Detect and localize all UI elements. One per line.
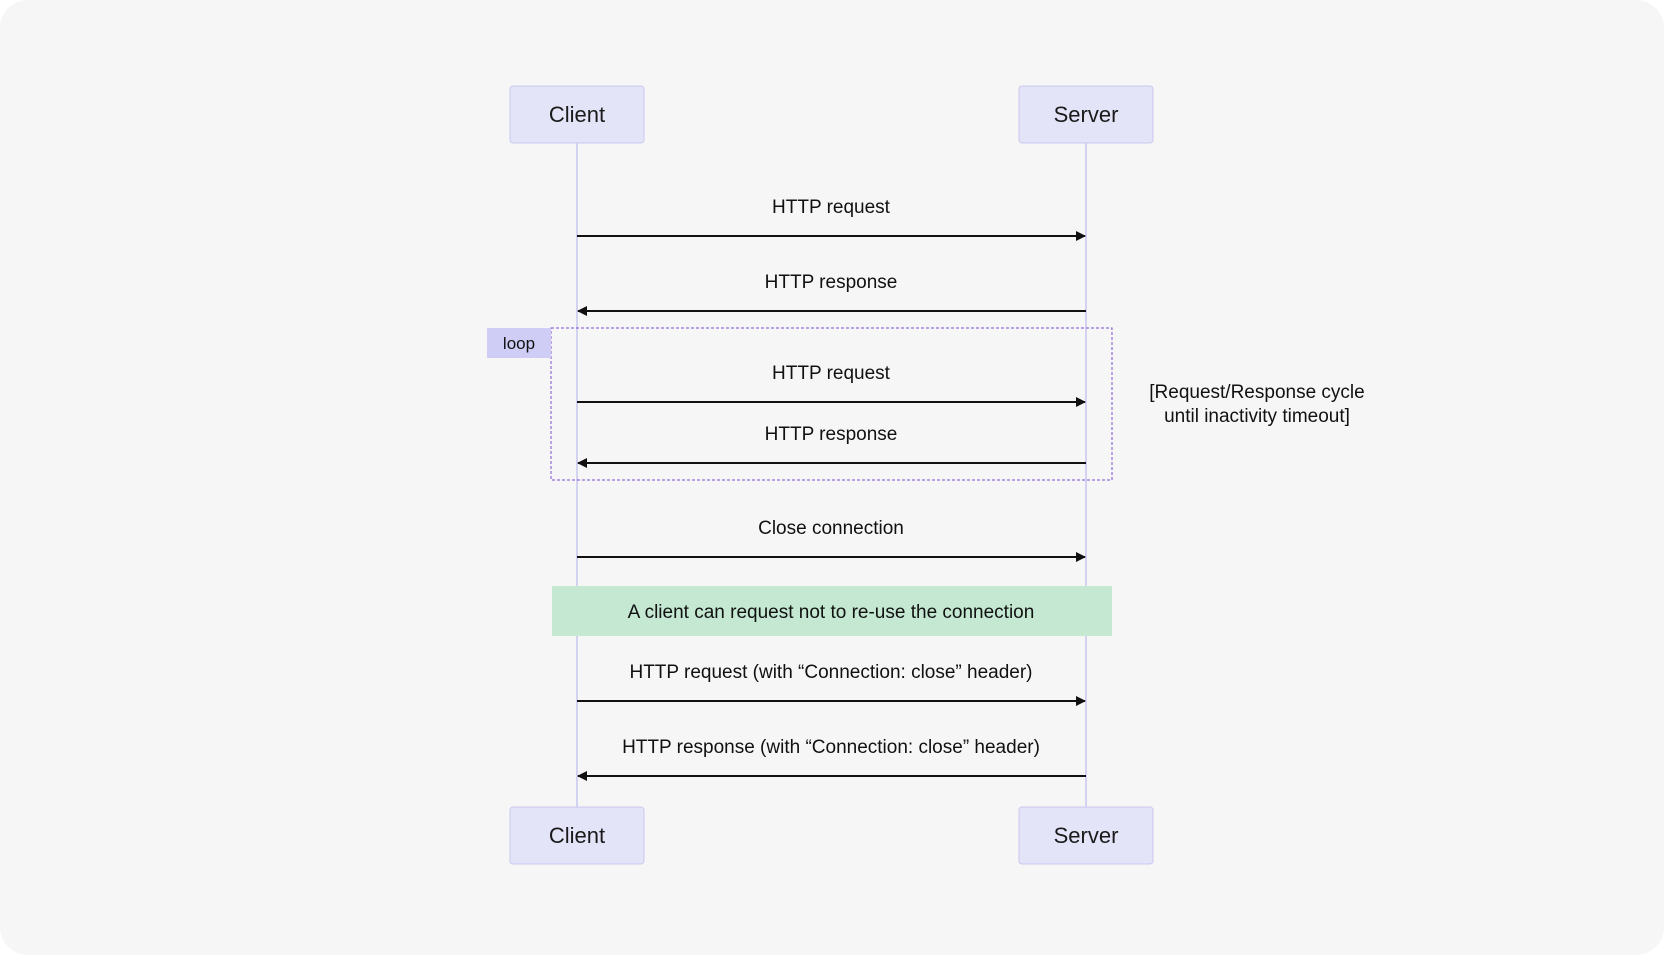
message-label: Close connection xyxy=(758,518,904,539)
message-label: HTTP response (with “Connection: close” … xyxy=(622,737,1040,758)
actor-label: Server xyxy=(1054,823,1119,848)
message-3: HTTP request xyxy=(577,363,1086,407)
actor-box xyxy=(509,806,645,865)
actor-client-bottom: Client xyxy=(509,806,645,865)
actor-client-top: Client xyxy=(509,85,645,144)
loop-tag-label: loop xyxy=(503,334,535,353)
message-label: HTTP response xyxy=(765,424,898,445)
note-box xyxy=(552,586,1112,636)
actor-server-top: Server xyxy=(1018,85,1154,144)
message-1: HTTP request xyxy=(577,197,1086,241)
actor-label: Server xyxy=(1054,102,1119,127)
message-4: HTTP response xyxy=(577,424,1086,468)
message-label: HTTP request xyxy=(772,197,891,218)
actor-label: Client xyxy=(549,823,605,848)
actor-server-bottom: Server xyxy=(1018,806,1154,865)
loop-condition-line1: [Request/Response cycle xyxy=(1149,382,1364,403)
loop-condition-line2: until inactivity timeout] xyxy=(1164,406,1350,427)
actor-box xyxy=(1018,806,1154,865)
loop-frame xyxy=(550,327,1113,481)
message-label: HTTP response xyxy=(765,272,898,293)
message-label: HTTP request xyxy=(772,363,891,384)
actor-label: Client xyxy=(549,102,605,127)
message-7: HTTP response (with “Connection: close” … xyxy=(577,737,1086,781)
actor-box xyxy=(1018,85,1154,144)
message-2: HTTP response xyxy=(577,272,1086,316)
message-5: Close connection xyxy=(577,518,1086,562)
loop-tag xyxy=(487,328,551,358)
note-text: A client can request not to re-use the c… xyxy=(628,602,1035,623)
message-6: HTTP request (with “Connection: close” h… xyxy=(577,662,1086,706)
actor-box xyxy=(509,85,645,144)
message-label: HTTP request (with “Connection: close” h… xyxy=(629,662,1032,683)
